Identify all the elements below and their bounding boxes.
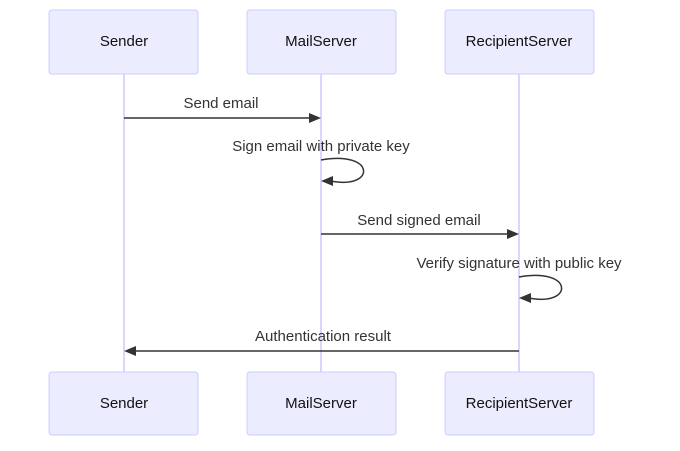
actor-mailserver-bottom-label: MailServer: [285, 395, 357, 412]
message-verify-signature-label: Verify signature with public key: [416, 255, 622, 272]
actor-mailserver-top-label: MailServer: [285, 33, 357, 50]
actor-mailserver-top[interactable]: MailServer: [246, 9, 397, 75]
message-send-email-label: Send email: [183, 95, 258, 112]
message-verify-signature: Verify signature with public key: [416, 255, 622, 303]
actor-sender-top-label: Sender: [100, 33, 148, 50]
message-sign-email-loop: [320, 157, 365, 184]
message-sign-email-arrowhead: [321, 176, 333, 186]
message-authentication-result-label: Authentication result: [255, 328, 392, 345]
actor-sender-bottom-label: Sender: [100, 395, 148, 412]
message-authentication-result: Authentication result: [124, 328, 519, 356]
message-send-email-arrowhead: [309, 113, 321, 123]
actor-sender-top[interactable]: Sender: [48, 9, 199, 75]
message-send-signed-email: Send signed email: [321, 212, 519, 239]
message-verify-signature-loop: [518, 274, 563, 301]
message-send-signed-email-arrowhead: [507, 229, 519, 239]
message-send-email: Send email: [124, 95, 321, 123]
actor-recipientserver-top-label: RecipientServer: [466, 33, 573, 50]
message-authentication-result-arrowhead: [124, 346, 136, 356]
actor-recipientserver-bottom-label: RecipientServer: [466, 395, 573, 412]
actor-recipientserver-bottom[interactable]: RecipientServer: [444, 371, 595, 436]
actor-sender-bottom[interactable]: Sender: [48, 371, 199, 436]
message-send-signed-email-label: Send signed email: [357, 212, 480, 229]
actor-recipientserver-top[interactable]: RecipientServer: [444, 9, 595, 75]
message-sign-email: Sign email with private key: [232, 138, 410, 186]
actor-mailserver-bottom[interactable]: MailServer: [246, 371, 397, 436]
message-verify-signature-arrowhead: [519, 293, 531, 303]
message-sign-email-label: Sign email with private key: [232, 138, 410, 155]
